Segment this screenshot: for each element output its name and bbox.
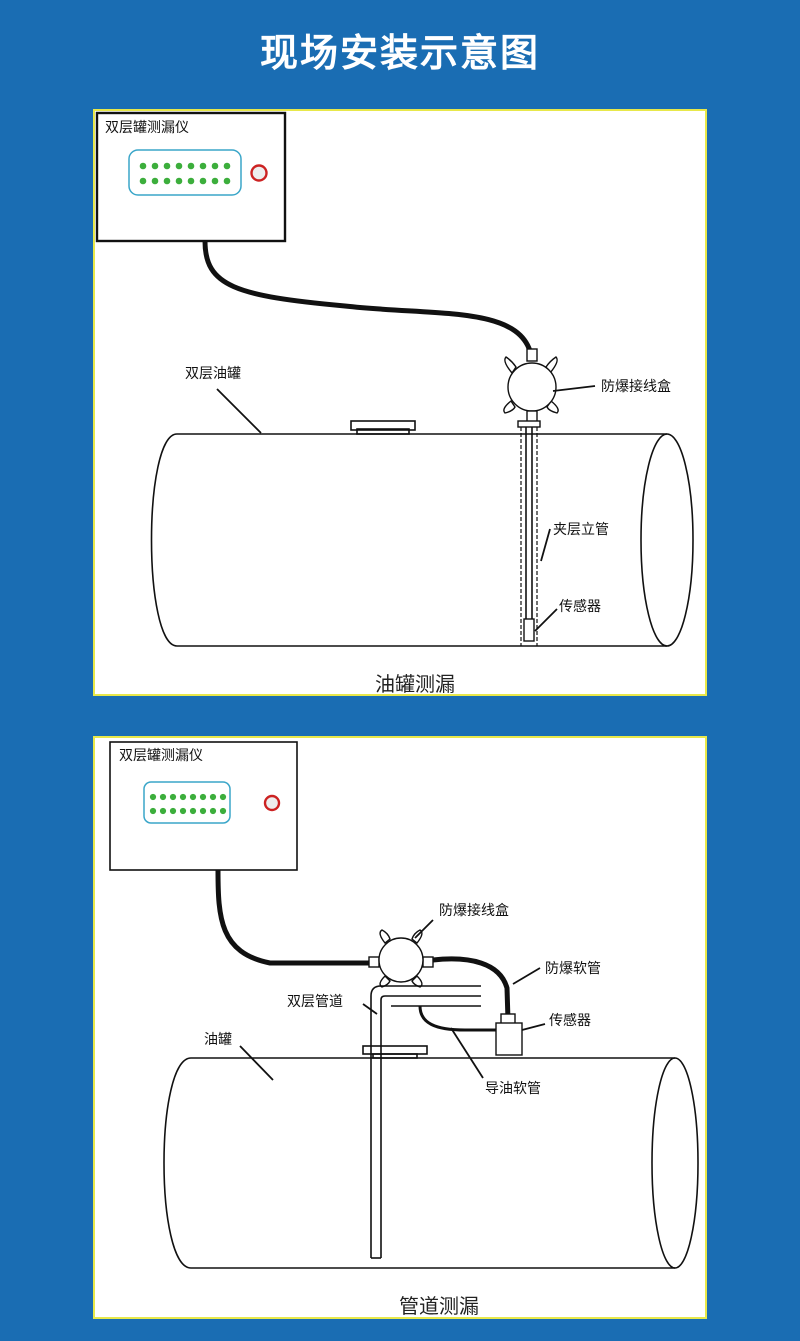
led-dot xyxy=(175,177,183,185)
diagram-caption: 油罐测漏 xyxy=(375,672,455,694)
led-dot xyxy=(189,807,197,815)
signal-cable xyxy=(202,240,533,352)
led-dot xyxy=(199,793,207,801)
tank-label: 双层油罐 xyxy=(185,366,241,382)
interstitial-riser xyxy=(517,420,541,646)
led-dot xyxy=(219,807,227,815)
led-dot xyxy=(159,807,167,815)
device-label: 双层罐测漏仪 xyxy=(119,748,203,764)
junction-box-label: 防爆接线盒 xyxy=(601,378,671,395)
led-dot xyxy=(211,177,219,185)
tank-leak-diagram: 双层罐测漏仪 双层油罐 防爆接线盒 夹层立管 传感器 油罐测漏 xyxy=(95,111,694,694)
led-dot xyxy=(187,177,195,185)
led-indicators xyxy=(149,793,227,815)
leader-lines xyxy=(216,385,596,632)
pipe-leak-diagram-panel: 双层罐测漏仪 防爆接线盒 防爆软管 双层管道 传感器 油罐 导油软管 管道测漏 xyxy=(93,736,707,1319)
led-display xyxy=(143,781,231,824)
double-wall-tank xyxy=(150,420,694,647)
alarm-indicator-icon xyxy=(250,164,268,182)
led-dot xyxy=(169,793,177,801)
led-dot xyxy=(163,162,171,170)
led-dot xyxy=(139,162,147,170)
diagram-caption: 管道测漏 xyxy=(399,1294,479,1317)
led-dot xyxy=(199,807,207,815)
alarm-indicator-icon xyxy=(263,794,281,812)
sensor-label: 传感器 xyxy=(559,598,601,615)
led-dot xyxy=(199,162,207,170)
led-dot xyxy=(139,177,147,185)
led-dot xyxy=(179,807,187,815)
junction-box xyxy=(368,929,434,988)
sensor xyxy=(495,1013,523,1056)
junction-box xyxy=(503,348,559,424)
page-title: 现场安装示意图 xyxy=(259,30,540,75)
pipe-label: 双层管道 xyxy=(287,994,343,1010)
led-dot xyxy=(151,177,159,185)
led-dot xyxy=(179,793,187,801)
leak-detector-device xyxy=(109,741,298,871)
led-display xyxy=(128,149,242,196)
riser-label: 夹层立管 xyxy=(553,522,609,538)
oil-tank xyxy=(163,1045,699,1269)
led-dot xyxy=(219,793,227,801)
led-dot xyxy=(187,162,195,170)
led-dot xyxy=(149,793,157,801)
sensor-label: 传感器 xyxy=(549,1012,591,1029)
led-dot xyxy=(163,177,171,185)
led-dot xyxy=(189,793,197,801)
led-dot xyxy=(151,162,159,170)
explosion-proof-hose xyxy=(432,956,511,1021)
hose-label: 防爆软管 xyxy=(545,961,601,977)
led-dot xyxy=(223,162,231,170)
tank-label: 油罐 xyxy=(204,1032,232,1048)
junction-box-label: 防爆接线盒 xyxy=(439,902,509,919)
led-dot xyxy=(175,162,183,170)
led-dot xyxy=(149,807,157,815)
led-indicators xyxy=(139,162,231,185)
led-dot xyxy=(211,162,219,170)
device-label: 双层罐测漏仪 xyxy=(105,120,189,136)
leader-lines xyxy=(239,919,546,1081)
double-wall-pipe xyxy=(370,985,481,1259)
led-dot xyxy=(159,793,167,801)
leak-detector-device xyxy=(95,111,287,243)
pipe-leak-diagram: 双层罐测漏仪 防爆接线盒 防爆软管 双层管道 传感器 油罐 导油软管 管道测漏 xyxy=(109,741,699,1317)
tank-leak-diagram-panel: 双层罐测漏仪 双层油罐 防爆接线盒 夹层立管 传感器 油罐测漏 xyxy=(93,109,707,696)
led-dot xyxy=(223,177,231,185)
guide-hose-label: 导油软管 xyxy=(485,1081,541,1097)
sensor xyxy=(523,618,535,642)
led-dot xyxy=(169,807,177,815)
guide-oil-hose xyxy=(418,1005,496,1032)
signal-cable xyxy=(215,869,371,966)
led-dot xyxy=(199,177,207,185)
led-dot xyxy=(209,807,217,815)
led-dot xyxy=(209,793,217,801)
